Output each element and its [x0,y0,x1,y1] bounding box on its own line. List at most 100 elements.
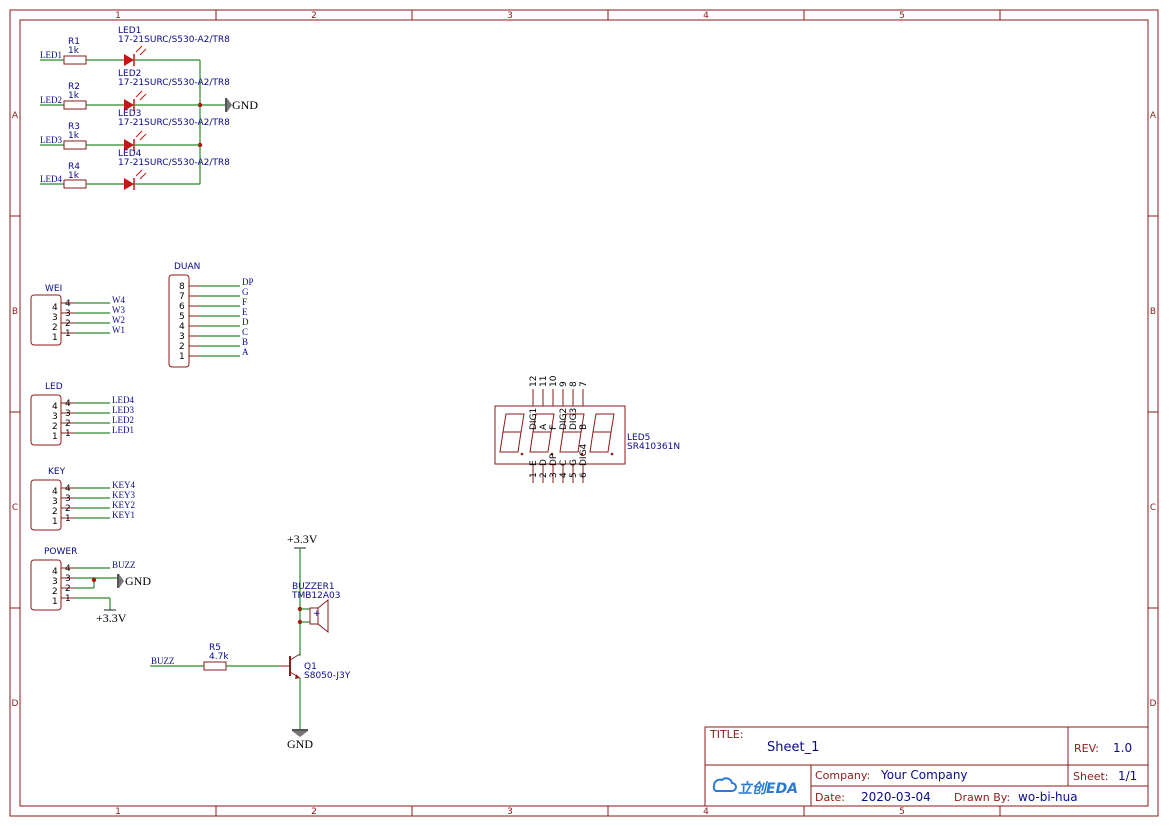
display-top-name-3: DIG2 [559,408,569,430]
wei-pin-2: 2 [52,323,58,333]
net-duan-4: D [242,317,249,327]
duan-pin-2: 2 [179,342,185,352]
led4-part: 17-21SURC/S530-A2/TR8 [118,158,230,168]
duan-pin-6: 6 [179,302,185,312]
net-buzz-r5: BUZZ [151,656,175,666]
buzzer-circuit: +3.3V + BUZZER1 TMB12A03 BUZZ R5 4.7k Q1… [150,532,351,751]
col-label-top-2: 2 [311,11,317,21]
col-label-bottom-5: 5 [899,807,905,817]
led1-part: 17-21SURC/S530-A2/TR8 [118,35,230,45]
sheet-value: 1/1 [1118,769,1137,783]
connector-wei: WEI 4 3 2 1 4 3 2 1 W4 W3 W2 W1 [30,284,125,346]
duan-name: DUAN [174,262,200,272]
power-pin-1: 1 [52,597,58,607]
display-digits [499,413,615,456]
led-conn-pinlabel-3: 3 [65,409,71,419]
r2-value: 1k [68,91,80,101]
vcc-label-power: +3.3V [96,611,127,625]
seven-segment-display: LED5 SR410361N 12DIG11E11A2D10F3DP9DIG24… [494,375,680,483]
col-label-bottom-1: 1 [115,807,121,817]
r5-ref: R5 [209,643,221,653]
net-led1: LED1 [112,425,134,435]
r1-ref: R1 [68,37,80,47]
led1-ref: LED1 [118,26,141,36]
digit-2 [529,413,555,456]
key-pinlabel-2: 2 [65,504,71,514]
buzzer-part: TMB12A03 [291,591,341,601]
display-bottom-pin-0: 1 [529,472,539,478]
display-top-pin-3: 9 [559,381,569,387]
led2-diode [124,99,134,111]
net-w3: W3 [112,305,125,315]
net-key4: KEY4 [112,480,135,490]
sheet-title: Sheet_1 [767,740,819,755]
led-row-3: LED3 R3 1k LED3 17-21SURC/S530-A2/TR8 [40,109,230,151]
net-led3-in: LED3 [40,135,62,145]
display-top-pin-2: 10 [549,375,559,387]
display-bottom-pin-3: 4 [559,472,569,478]
power-pinlabel-4: 4 [65,564,71,574]
net-led3: LED3 [112,405,134,415]
key-pinlabel-1: 1 [65,514,71,524]
duan-pin-1: 1 [179,352,185,362]
col-label-top-4: 4 [703,11,709,21]
net-duan-7: A [242,347,249,357]
digit-3 [559,413,585,456]
power-pin-3: 3 [52,577,58,587]
display-bottom-name-4: G [569,459,579,466]
col-label-bottom-4: 4 [703,807,709,817]
sheet-label: Sheet: [1073,770,1109,783]
display-top-pin-5: 7 [579,381,589,387]
power-pinlabel-2: 2 [65,584,71,594]
row-label-right-d: D [1150,699,1157,709]
wei-pinlabel-1: 1 [65,329,71,339]
power-pin-4: 4 [52,567,58,577]
duan-pin-5: 5 [179,312,185,322]
gnd-symbol-led: GND [225,98,258,112]
resistor-r2 [63,100,87,110]
key-pin-3: 3 [52,497,58,507]
display-top-name-5: B [579,424,589,430]
display-bottom-pin-1: 2 [539,472,549,478]
company-label: Company: [815,769,870,782]
col-label-top-1: 1 [115,11,121,21]
gnd-label-power: GND [125,574,151,588]
led4-diode [124,178,134,190]
display-bottom-name-5: DIG4 [579,443,589,466]
net-duan-1: G [242,287,249,297]
display-ref: LED5 [627,433,650,443]
led-conn-pin-1: 1 [52,432,58,442]
gnd-symbol-power: GND [117,574,151,588]
display-bottom-pin-4: 5 [569,472,579,478]
net-w1: W1 [112,325,125,335]
q1-ref: Q1 [304,662,317,672]
resistor-r3 [63,140,87,150]
led3-diode [124,139,134,151]
net-duan-6: B [242,337,248,347]
led-conn-pin-2: 2 [52,422,58,432]
r3-ref: R3 [68,122,80,132]
led-conn-pinlabel-4: 4 [65,399,71,409]
power-pin-2: 2 [52,587,58,597]
r4-ref: R4 [68,162,80,172]
led1-diode [124,54,134,66]
display-top-name-4: DIG3 [569,408,579,430]
r5-value: 4.7k [209,652,229,662]
company-value: Your Company [880,768,968,782]
led-row-2: LED2 R2 1k LED2 17-21SURC/S530-A2/TR8 [40,69,230,111]
row-label-right-c: C [1150,503,1156,513]
buzzer-ref: BUZZER1 [292,582,335,592]
power-pinlabel-1: 1 [65,594,71,604]
buzzer-plus: + [313,609,321,619]
power-pinlabel-3: 3 [65,574,71,584]
net-key3: KEY3 [112,490,135,500]
r2-ref: R2 [68,82,80,92]
wei-pinlabel-2: 2 [65,319,71,329]
row-label-right-a: A [1150,111,1157,121]
date-value: 2020-03-04 [861,790,931,804]
wei-pin-3: 3 [52,313,58,323]
duan-pin-8: 8 [179,282,185,292]
display-part: SR410361N [627,442,680,452]
